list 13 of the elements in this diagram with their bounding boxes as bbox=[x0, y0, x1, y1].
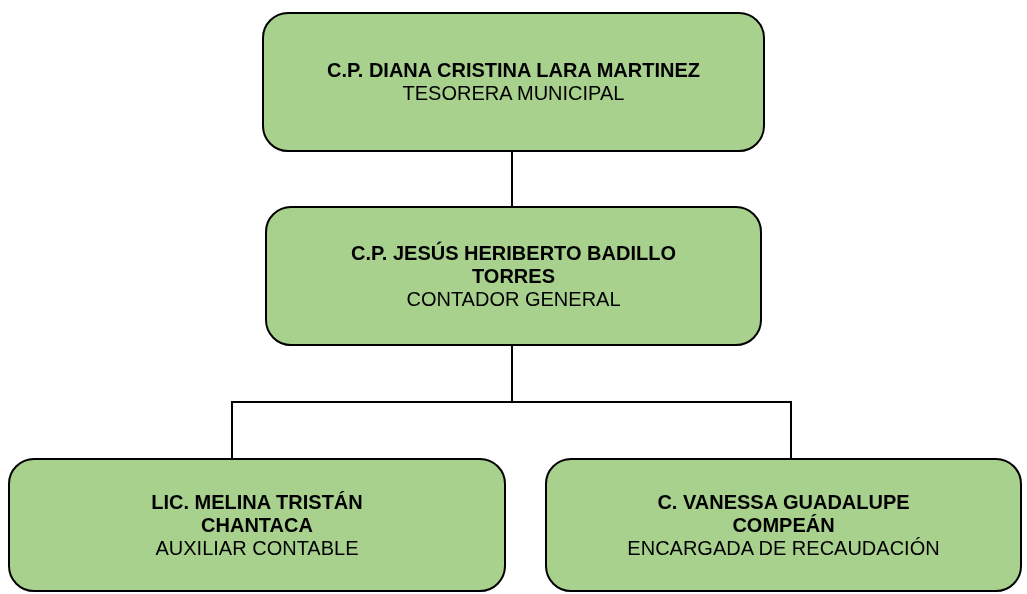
person-name: C.P. JESÚS HERIBERTO BADILLO TORRES bbox=[350, 241, 677, 288]
job-title: TESORERA MUNICIPAL bbox=[402, 82, 625, 105]
person-name: C. VANESSA GUADALUPE COMPEÁN bbox=[656, 490, 911, 537]
job-title: AUXILIAR CONTABLE bbox=[155, 536, 359, 560]
person-name: C.P. DIANA CRISTINA LARA MARTINEZ bbox=[327, 59, 700, 82]
org-chart-box bbox=[262, 12, 765, 152]
org-chart-box bbox=[8, 458, 506, 592]
org-chart-box bbox=[265, 206, 762, 346]
job-title: CONTADOR GENERAL bbox=[406, 287, 621, 311]
org-chart-box bbox=[545, 458, 1022, 592]
connector-line bbox=[511, 151, 513, 207]
person-name: LIC. MELINA TRISTÁN CHANTACA bbox=[150, 490, 364, 537]
job-title: ENCARGADA DE RECAUDACIÓN bbox=[627, 536, 940, 560]
